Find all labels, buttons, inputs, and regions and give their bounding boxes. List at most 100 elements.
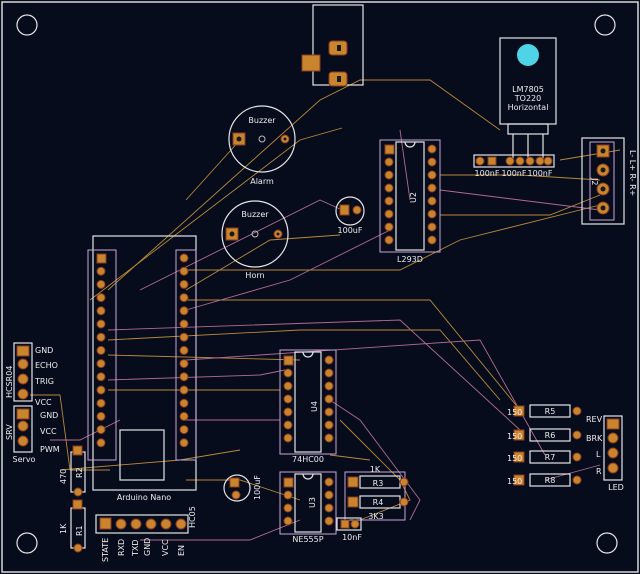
- header-pin: [96, 385, 106, 395]
- r6-label: R6: [545, 431, 556, 440]
- header-pin: [96, 372, 106, 382]
- capacitor-top: [335, 196, 365, 226]
- buzzer-alarm-title: Buzzer: [248, 116, 276, 125]
- ne555-label: NE555P: [292, 535, 323, 544]
- r8-label: R8: [545, 476, 556, 485]
- top-switch: [301, 4, 364, 87]
- hcsr04-trig-label: TRIG: [34, 377, 54, 386]
- header-pin: [96, 345, 106, 355]
- silkscreen-labels: LM7805 TO220 Horizontal 100nF 100nF 100n…: [5, 85, 637, 562]
- r7-label: R7: [545, 453, 556, 462]
- buzzer-horn: [221, 200, 289, 268]
- r5-label: R5: [545, 407, 556, 416]
- motor-connector: [581, 137, 625, 225]
- mounting-hole: [596, 532, 618, 554]
- r8-value: 150: [507, 477, 522, 486]
- led-l-label: L: [596, 450, 601, 459]
- reg-package-label: TO220: [514, 94, 541, 103]
- header-pin: [179, 359, 189, 369]
- r3-label: R3: [373, 479, 384, 488]
- capacitor-10nf: [336, 517, 362, 531]
- header-pin: [96, 332, 106, 342]
- header-pin: [179, 279, 189, 289]
- r3-value: 1K: [370, 465, 381, 474]
- capacitor-bottom: [223, 474, 251, 502]
- header-pin: [179, 332, 189, 342]
- mounting-hole: [16, 14, 38, 36]
- header-pin: [96, 266, 106, 276]
- hc05-gnd-label: GND: [143, 538, 152, 556]
- u2-label: U2: [409, 192, 418, 203]
- header-pin: [179, 425, 189, 435]
- header-pin: [179, 372, 189, 382]
- r7-value: 150: [507, 454, 522, 463]
- servo-label: Servo: [13, 455, 36, 464]
- header-pin: [179, 398, 189, 408]
- header-pin: [179, 266, 189, 276]
- hcsr04-header: [13, 342, 33, 402]
- u3-label: U3: [308, 497, 317, 508]
- cap3-label: 100nF: [528, 169, 553, 178]
- l293d-label: L293D: [397, 255, 423, 264]
- header-pin: [179, 385, 189, 395]
- header-pin: [179, 411, 189, 421]
- led-resistors: [513, 404, 582, 487]
- cap1-label: 100nF: [475, 169, 500, 178]
- header-pin: [179, 253, 189, 263]
- header-pin: [179, 306, 189, 316]
- r4-label: R4: [373, 498, 384, 507]
- buzzer-horn-label: Horn: [245, 271, 264, 280]
- timer-resistors: [344, 471, 409, 521]
- l293d-chip: [379, 139, 441, 253]
- servo-vcc-label: VCC: [40, 427, 57, 436]
- 74hc00-label: 74HC00: [292, 455, 324, 464]
- hcsr04-echo-label: ECHO: [35, 361, 58, 370]
- header-pin: [96, 411, 106, 421]
- servo-pwm-label: PWM: [40, 445, 60, 454]
- r2-resistor: [70, 445, 86, 497]
- hc05-rxd-label: RXD: [117, 539, 126, 556]
- led-header: [603, 415, 623, 481]
- header-pin: [179, 438, 189, 448]
- header-pin: [179, 293, 189, 303]
- hc05-header: [95, 514, 189, 534]
- buzzer-alarm-label: Alarm: [250, 177, 274, 186]
- header-pin: [179, 345, 189, 355]
- header-pin: [96, 319, 106, 329]
- hc05-en-label: EN: [177, 545, 186, 556]
- mounting-hole: [594, 14, 616, 36]
- 74hc00-chip: [279, 349, 337, 455]
- led-header-label: LED: [608, 483, 624, 492]
- led-r-label: R: [596, 467, 602, 476]
- r2-value: 470: [59, 469, 68, 484]
- hc05-txd-label: TXD: [131, 539, 140, 557]
- reg-part-label: LM7805: [512, 85, 544, 94]
- buzzer-horn-title: Buzzer: [241, 210, 269, 219]
- motor-connector-ref: J2: [590, 177, 599, 185]
- u4-label: U4: [310, 401, 319, 412]
- hc05-vcc-label: VCC: [161, 539, 170, 556]
- r1-label: R1: [75, 525, 84, 536]
- hcsr04-gnd-label: GND: [35, 346, 53, 355]
- r1-value: 1K: [59, 523, 68, 534]
- motor-pin-labels: L- L+ R- R+: [628, 150, 637, 196]
- header-pin: [96, 425, 106, 435]
- r6-value: 150: [507, 432, 522, 441]
- hc05-label: HC05: [188, 506, 197, 528]
- voltage-regulator: [473, 37, 557, 168]
- servo-header: [13, 405, 33, 453]
- r2-label: R2: [75, 467, 84, 478]
- r5-value: 150: [507, 408, 522, 417]
- header-pin: [96, 293, 106, 303]
- hcsr04-vcc-label: VCC: [35, 398, 52, 407]
- led-brk-label: BRK: [586, 434, 603, 443]
- mounting-hole: [16, 532, 38, 554]
- servo-ref-label: SRV: [5, 424, 14, 440]
- hc05-state-label: STATE: [101, 538, 110, 562]
- cap-bottom-label: 100uF: [253, 475, 262, 500]
- led-rev-label: REV: [586, 415, 603, 424]
- buzzer-alarm: [228, 105, 296, 173]
